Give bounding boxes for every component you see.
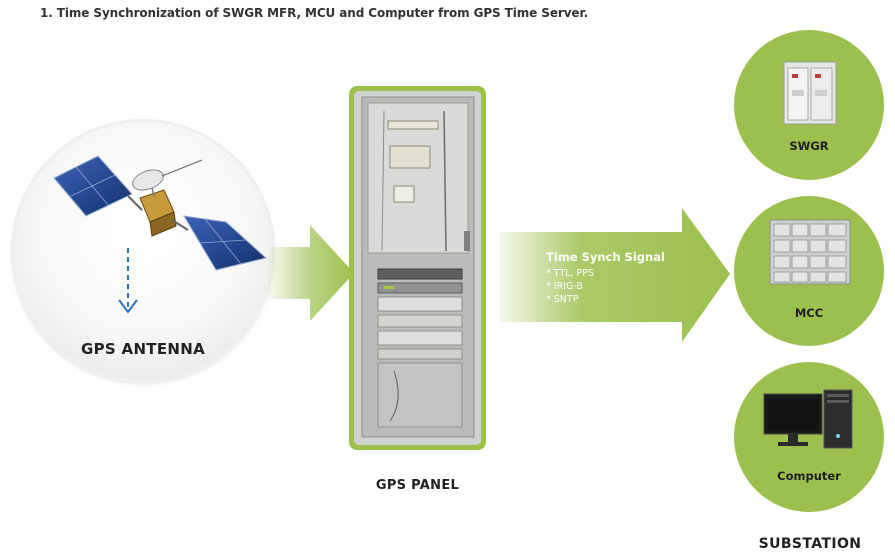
substation-label: SUBSTATION [758, 536, 862, 552]
mcc-label: MCC [794, 306, 824, 320]
gps-panel-photo [354, 91, 481, 445]
mcc-cabinet-icon [769, 219, 851, 285]
gps-panel-label: GPS PANEL [375, 478, 460, 493]
signal-item: * TTL, PPS [546, 268, 595, 279]
computer-label: Computer [777, 469, 841, 483]
arrow-to-panel [268, 225, 354, 321]
computer-icon [763, 389, 853, 449]
signal-item: * IRIG-B [546, 281, 583, 292]
rack-cabinet-icon [354, 91, 481, 445]
computer-circle [734, 362, 884, 512]
gps-antenna-label: GPS ANTENNA [81, 340, 205, 358]
switchgear-icon [783, 61, 837, 125]
arrow-to-substation [500, 208, 730, 342]
signal-title: Time Synch Signal [546, 250, 665, 264]
satellite-icon [53, 155, 268, 314]
swgr-label: SWGR [789, 139, 829, 153]
diagram-title: 1. Time Synchronization of SWGR MFR, MCU… [40, 6, 589, 20]
signal-item: * SNTP [546, 294, 579, 305]
mcc-circle [734, 196, 884, 346]
swgr-circle [734, 30, 884, 180]
